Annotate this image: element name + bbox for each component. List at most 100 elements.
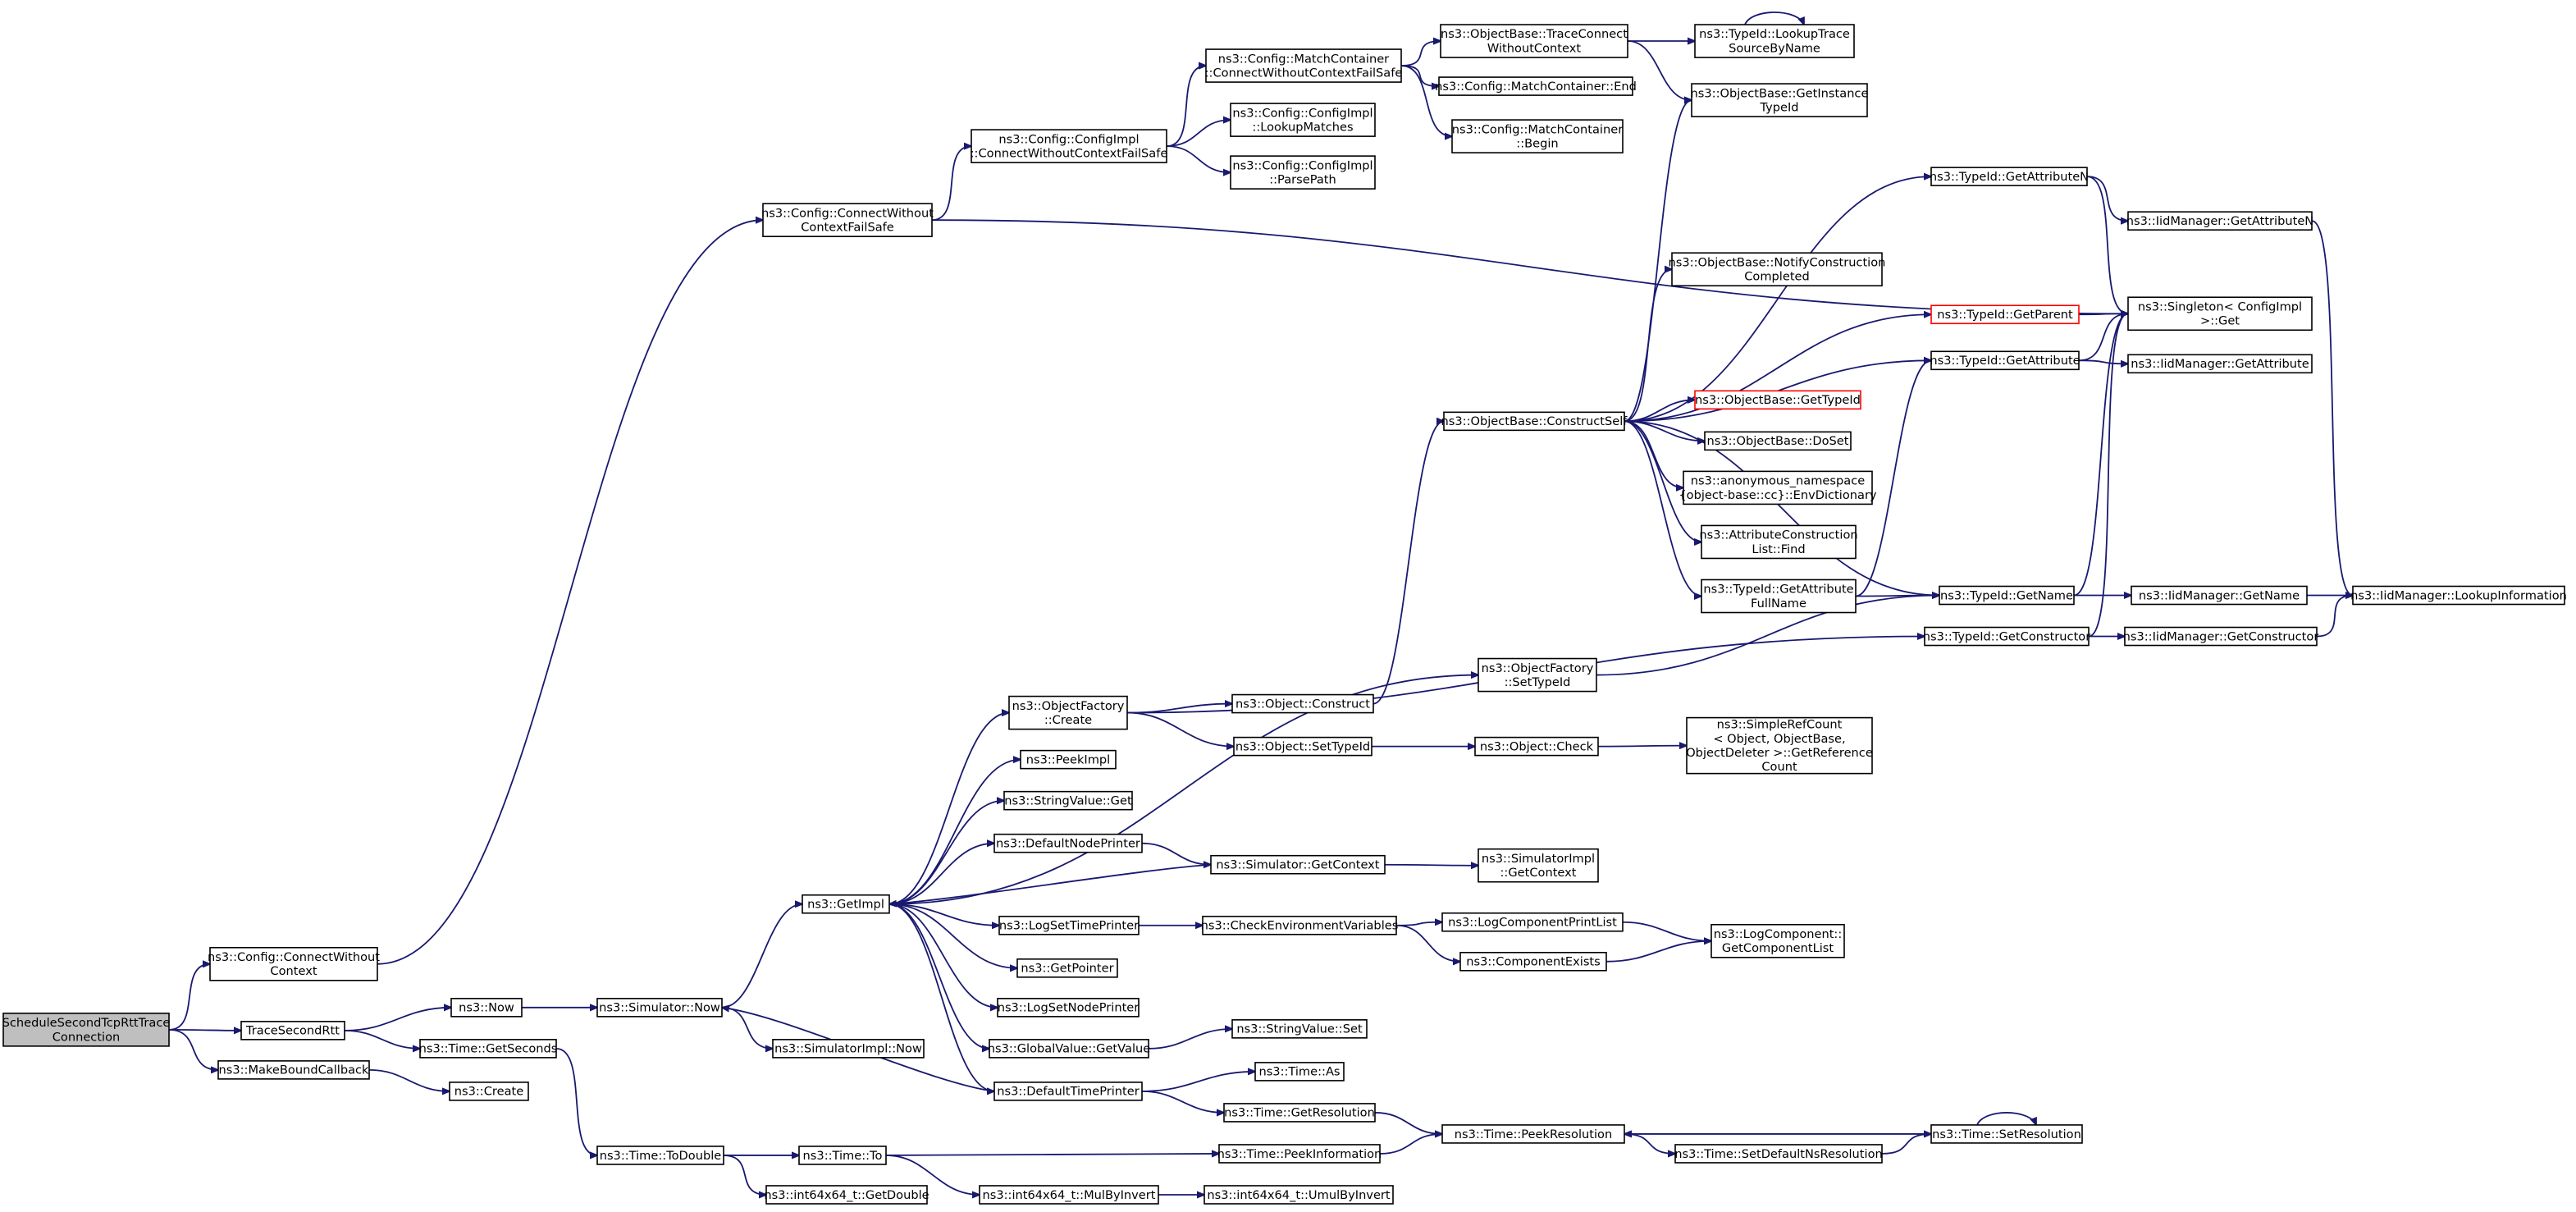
node-cfgimpl-connect[interactable]: ns3::Config::ConfigImpl::ConnectWithoutC… — [971, 129, 1168, 163]
node-box — [993, 833, 1143, 853]
node-connect-wo-ctx-fs[interactable]: ns3::Config::ConnectWithoutContextFailSa… — [761, 203, 934, 237]
node-label: ns3::int64x64_t::UmulByInvert — [1207, 1188, 1391, 1202]
edge-time-to-to-time-peek-info — [885, 1154, 1219, 1155]
node-time-get-seconds[interactable]: ns3::Time::GetSeconds — [419, 1039, 558, 1059]
edge-make-bound-cb-to-create — [368, 1068, 450, 1091]
node-string-value-get[interactable]: ns3::StringValue::Get — [1003, 790, 1133, 811]
node-tid-get-name[interactable]: ns3::TypeId::GetName — [1939, 585, 2075, 606]
edge-of-set-type-id-to-tid-get-name — [1596, 595, 1939, 676]
node-label: ns3::Object::Check — [1480, 739, 1594, 753]
node-component-exists[interactable]: ns3::ComponentExists — [1459, 951, 1607, 972]
node-time-to[interactable]: ns3::Time::To — [798, 1146, 887, 1165]
node-cfgimpl-lookup[interactable]: ns3::Config::ConfigImpl::LookupMatches — [1230, 103, 1376, 137]
node-tid-get-parent[interactable]: ns3::TypeId::GetParent — [1930, 304, 2080, 325]
node-sim-now[interactable]: ns3::Simulator::Now — [596, 998, 723, 1018]
node-tid-get-constructor[interactable]: ns3::TypeId::GetConstructor — [1923, 626, 2090, 647]
node-box — [596, 998, 723, 1018]
node-label: ns3::ObjectFactory — [1012, 699, 1125, 713]
node-connect-wo-ctx[interactable]: ns3::Config::ConnectWithoutContext — [208, 946, 380, 981]
node-get-impl[interactable]: ns3::GetImpl — [802, 894, 890, 914]
node-obj-set-type-id[interactable]: ns3::Object::SetTypeId — [1233, 736, 1372, 757]
node-ob-do-set[interactable]: ns3::ObjectBase::DoSet — [1704, 431, 1852, 451]
edge-tid-get-name-to-singleton-get — [2073, 313, 2128, 597]
node-label: ns3::Time::PeekInformation — [1217, 1147, 1382, 1161]
edge-obj-check-to-simple-ref-count — [1597, 746, 1687, 747]
node-mc-end[interactable]: ns3::Config::MatchContainer::End — [1435, 76, 1637, 96]
node-simimpl-now[interactable]: ns3::SimulatorImpl::Now — [772, 1039, 925, 1059]
node-make-bound-cb[interactable]: ns3::MakeBoundCallback — [217, 1060, 370, 1080]
node-time-get-resolution[interactable]: ns3::Time::GetResolution — [1223, 1103, 1376, 1123]
node-log-set-node-printer[interactable]: ns3::LogSetNodePrinter — [997, 998, 1140, 1018]
node-singleton-get[interactable]: ns3::Singleton< ConfigImpl >::Get — [2127, 296, 2313, 332]
edge-tid-get-attr-full-name-to-tid-get-attribute — [1855, 360, 1931, 597]
node-sim-get-context[interactable]: ns3::Simulator::GetContext — [1210, 854, 1386, 875]
node-now[interactable]: ns3::Now — [450, 998, 523, 1018]
node-iidm-get-constructor[interactable]: ns3::IidManager::GetConstructor — [2123, 626, 2319, 647]
edge-ob-construct-self-to-attr-construction-find — [1624, 420, 1701, 542]
node-tid-get-attribute-n[interactable]: ns3::TypeId::GetAttributeN — [1930, 167, 2089, 186]
node-i64-umul-by-invert[interactable]: ns3::int64x64_t::UmulByInvert — [1204, 1185, 1394, 1205]
node-string-value-set[interactable]: ns3::StringValue::Set — [1231, 1019, 1368, 1039]
node-box — [1930, 304, 2080, 325]
node-peek-impl[interactable]: ns3::PeekImpl — [1020, 749, 1117, 770]
node-label: ns3::GlobalValue::GetValue — [988, 1042, 1150, 1056]
node-get-pointer[interactable]: ns3::GetPointer — [1016, 958, 1118, 978]
node-tid-get-attribute[interactable]: ns3::TypeId::GetAttribute — [1930, 350, 2080, 371]
node-box — [2127, 296, 2313, 332]
node-label: ns3::Config::MatchContainer — [1452, 122, 1623, 136]
node-of-set-type-id[interactable]: ns3::ObjectFactory::SetTypeId — [1478, 657, 1597, 693]
node-time-set-resolution[interactable]: ns3::Time::SetResolution — [1930, 1124, 2083, 1144]
node-i64-get-double[interactable]: ns3::int64x64_t::GetDouble — [764, 1185, 929, 1205]
node-check-env-vars[interactable]: ns3::CheckEnvironmentVariables — [1201, 915, 1399, 935]
node-time-peek-info[interactable]: ns3::Time::PeekInformation — [1217, 1144, 1382, 1164]
node-gv-get-value[interactable]: ns3::GlobalValue::GetValue — [988, 1039, 1150, 1059]
node-mc-begin[interactable]: ns3::Config::MatchContainer::Begin — [1451, 119, 1624, 153]
node-label: ns3::Time::GetResolution — [1224, 1106, 1375, 1120]
node-obj-construct[interactable]: ns3::Object::Construct — [1231, 693, 1374, 714]
node-time-to-double[interactable]: ns3::Time::ToDouble — [596, 1146, 724, 1165]
node-mc-connect[interactable]: ns3::Config::MatchContainer::ConnectWith… — [1205, 48, 1403, 83]
node-box — [1231, 693, 1374, 714]
node-label: ns3::ObjectBase::DoSet — [1707, 434, 1849, 448]
node-iidm-get-attribute-n[interactable]: ns3::IidManager::GetAttributeN — [2126, 211, 2313, 231]
node-default-time-printer[interactable]: ns3::DefaultTimePrinter — [993, 1082, 1143, 1101]
node-default-node-printer[interactable]: ns3::DefaultNodePrinter — [993, 833, 1143, 853]
node-ob-trace-connect[interactable]: ns3::ObjectBase::TraceConnectWithoutCont… — [1440, 24, 1628, 58]
edge-default-time-printer-to-time-get-resolution — [1141, 1090, 1224, 1113]
node-of-create[interactable]: ns3::ObjectFactory::Create — [1008, 695, 1128, 730]
node-iidm-lookup-info[interactable]: ns3::IidManager::LookupInformation — [2350, 585, 2567, 606]
node-ob-notify-construction[interactable]: ns3::ObjectBase::NotifyConstructionCompl… — [1669, 252, 1886, 287]
node-iidm-get-name[interactable]: ns3::IidManager::GetName — [2131, 585, 2308, 606]
node-box — [1438, 76, 1633, 96]
node-simple-ref-count[interactable]: ns3::SimpleRefCount< Object, ObjectBase,… — [1686, 716, 1873, 775]
node-label: ns3::Create — [454, 1085, 523, 1099]
edge-default-time-printer-to-time-as — [1141, 1072, 1255, 1092]
edge-check-env-vars-to-component-exists — [1395, 924, 1460, 962]
node-ob-get-type-id[interactable]: ns3::ObjectBase::GetTypeId — [1694, 390, 1861, 410]
node-time-as[interactable]: ns3::Time::As — [1254, 1062, 1345, 1082]
node-cfgimpl-parse[interactable]: ns3::Config::ConfigImpl::ParsePath — [1230, 155, 1376, 190]
node-log-comp-get-list[interactable]: ns3::LogComponent::GetComponentList — [1710, 923, 1845, 958]
node-time-peek-resolution[interactable]: ns3::Time::PeekResolution — [1441, 1124, 1625, 1144]
node-i64-mul-by-invert[interactable]: ns3::int64x64_t::MulByInvert — [979, 1185, 1159, 1205]
edge-tid-get-attribute-to-iidm-get-attribute — [2078, 359, 2128, 364]
node-ob-construct-self[interactable]: ns3::ObjectBase::ConstructSelf — [1441, 411, 1628, 432]
node-anon-env-dict[interactable]: ns3::anonymous_namespace{object-base::cc… — [1679, 470, 1877, 505]
node-log-set-time-printer[interactable]: ns3::LogSetTimePrinter — [998, 915, 1140, 935]
node-iidm-get-attribute[interactable]: ns3::IidManager::GetAttribute — [2127, 354, 2313, 374]
node-label: ns3::IidManager::GetName — [2139, 588, 2300, 602]
node-log-comp-print-list[interactable]: ns3::LogComponentPrintList — [1441, 912, 1624, 932]
node-box — [762, 203, 933, 237]
node-trace-second-rtt[interactable]: TraceSecondRtt — [240, 1021, 345, 1040]
node-label: ns3::int64x64_t::GetDouble — [764, 1188, 929, 1202]
node-obj-check[interactable]: ns3::Object::Check — [1474, 736, 1599, 757]
node-simimpl-get-context[interactable]: ns3::SimulatorImpl::GetContext — [1478, 848, 1599, 883]
node-label: ns3::Now — [459, 1001, 514, 1015]
node-time-set-default-ns[interactable]: ns3::Time::SetDefaultNsResolution — [1674, 1144, 1883, 1164]
node-create[interactable]: ns3::Create — [449, 1082, 529, 1101]
